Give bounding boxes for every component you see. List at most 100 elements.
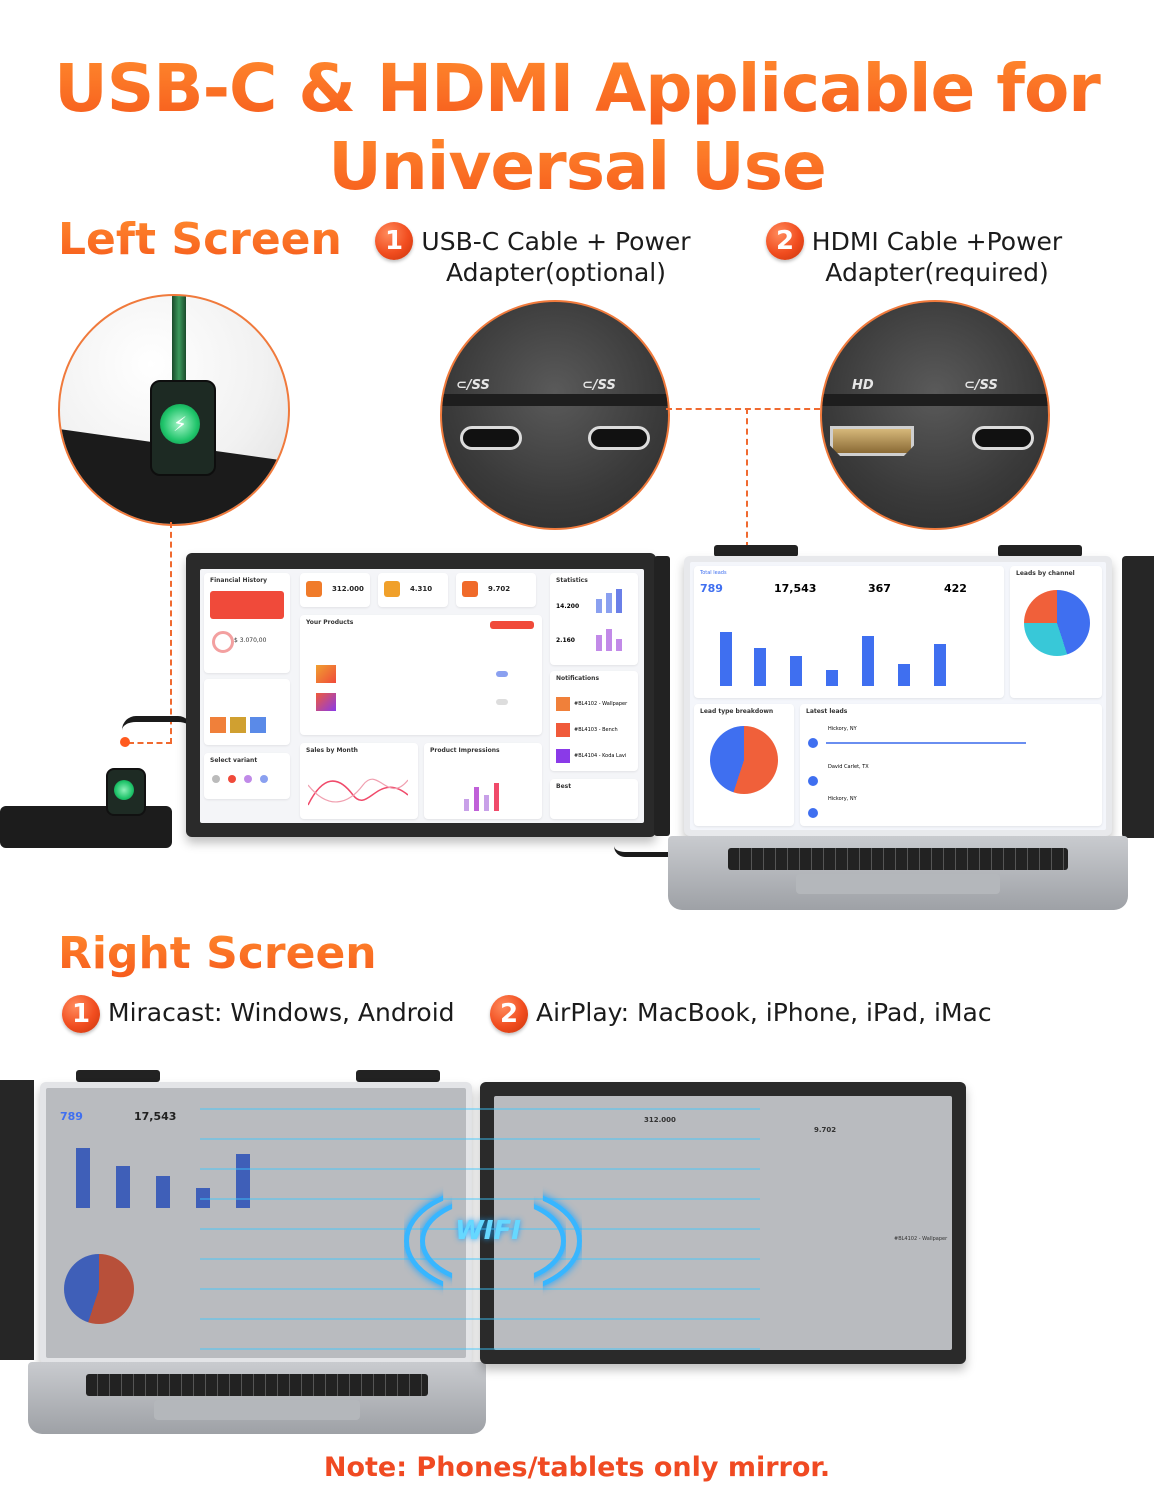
notif-thumb [556, 697, 570, 711]
lead-name-1: Hickory, NY [828, 726, 857, 732]
bottom-left-monitor-edge [0, 1080, 34, 1360]
leads-bar [934, 644, 946, 686]
expense-value: 9.702 [488, 585, 511, 593]
notif-item-2: #BL4103 - Bench [574, 727, 618, 733]
leads-bar [826, 670, 838, 686]
charging-bolt-icon: ⚡ [160, 404, 200, 444]
bottom-laptop-screen: 789 17,543 [46, 1088, 466, 1358]
mirror-pie-chart [64, 1254, 134, 1324]
right-monitor-edge [1122, 556, 1154, 838]
stat-bar [616, 589, 622, 613]
sales-line-chart [308, 778, 408, 806]
profit-value: 4.310 [410, 585, 433, 593]
seller-card [204, 679, 290, 745]
lead-type-pie-chart [710, 726, 778, 794]
variant-swatch[interactable] [260, 775, 268, 783]
cable-closeup [172, 296, 186, 388]
plug-cable [122, 716, 192, 730]
your-products-card: Your Products [300, 615, 542, 735]
connector-line-plug-h [128, 742, 172, 744]
option-1-badge: 1 [375, 222, 413, 260]
stat-value-2: 2.160 [556, 637, 575, 644]
best-title: Best [556, 783, 572, 790]
product-toggle[interactable] [496, 671, 508, 677]
play-icon[interactable] [808, 738, 818, 748]
stat-bar [596, 635, 602, 651]
notifications-title: Notifications [556, 675, 600, 682]
note-text: Note: Phones/tablets only mirror. [323, 1452, 831, 1483]
audio-waveform [826, 742, 1026, 744]
monitor-hinge [654, 556, 670, 836]
variant-swatch[interactable] [228, 775, 236, 783]
option-hdmi-line1: HDMI Cable +Power [811, 227, 1063, 256]
left-monitor: Financial History $ 3.070,00 312.000 4.3… [186, 553, 656, 837]
laptop-clip [356, 1070, 440, 1082]
option-usbc-line1: USB-C Cable + Power [421, 227, 691, 256]
zoom-usbc-ports-circle: ⊂/SS ⊂/SS [440, 300, 670, 530]
hdmi-port [830, 426, 914, 456]
play-icon[interactable] [808, 776, 818, 786]
add-product-button[interactable] [490, 621, 534, 629]
latest-leads-card: Latest leads Hickory, NY David Carlet, T… [800, 704, 1102, 826]
expense-box-icon [462, 581, 478, 597]
plug-charging-icon [114, 780, 134, 800]
laptop-clip [76, 1070, 160, 1082]
laptop-clip [714, 545, 798, 557]
lead-name-2: David Carlet, TX [828, 764, 869, 770]
zoom-plug-circle: ⚡ [58, 294, 290, 526]
zoom-hdmi-port-circle: HD ⊂/SS [820, 300, 1050, 530]
notif-item-3: #BL4104 - Koda Lavi [574, 753, 627, 759]
hdmi-port-label: HD [852, 378, 874, 393]
wifi-icon: WIFI [455, 1216, 521, 1246]
option-hdmi-text: HDMI Cable +Power Adapter(required) [806, 226, 1068, 288]
airplay-text: AirPlay: MacBook, iPhone, iPad, iMac [536, 998, 992, 1027]
product-toggle[interactable] [496, 699, 508, 705]
variant-swatch[interactable] [244, 775, 252, 783]
phone-leads-value: 367 [868, 582, 891, 595]
select-variant-title: Select variant [210, 757, 258, 764]
seller-thumb [230, 717, 246, 733]
miracast-text: Miracast: Windows, Android [108, 998, 455, 1027]
latest-leads-title: Latest leads [806, 708, 848, 715]
total-income-value: 312.000 [332, 585, 364, 593]
leads-chart-card: Total leads 789 17,543 367 422 [694, 566, 1004, 698]
mirror-leads-bar [76, 1148, 90, 1208]
right-screen-title: Right Screen [58, 928, 377, 979]
play-icon[interactable] [808, 808, 818, 818]
statistics-title: Statistics [556, 577, 588, 584]
airplay-badge: 2 [490, 995, 528, 1033]
mirror-site-visitors-value: 17,543 [134, 1110, 177, 1123]
notifications-card: Notifications #BL4102 - Wallpaper #BL410… [550, 671, 638, 771]
usbc-port-1-label: ⊂/SS [456, 378, 490, 393]
usbc-port-2 [588, 426, 650, 450]
mirror-expense-value: 9.702 [814, 1126, 837, 1134]
product-thumbnail [316, 693, 336, 711]
option-2-badge: 2 [766, 222, 804, 260]
left-screen-title: Left Screen [58, 214, 342, 265]
channel-pie-chart [1024, 590, 1090, 656]
mirror-leads-bar [116, 1166, 130, 1208]
leads-bar [720, 632, 732, 686]
usbc-port-1 [460, 426, 522, 450]
variant-swatch[interactable] [212, 775, 220, 783]
headline-line-2: Universal Use [0, 128, 1154, 205]
profit-card: 4.310 [378, 573, 448, 607]
impression-bar [494, 783, 499, 811]
product-impressions-title: Product Impressions [430, 747, 500, 754]
mirror-leads-bar [196, 1188, 210, 1208]
leads-by-channel-title: Leads by channel [1016, 570, 1075, 577]
saving-value: $ 3.070,00 [234, 637, 267, 644]
option-usbc-text: USB-C Cable + Power Adapter(optional) [416, 226, 696, 288]
sales-by-month-card: Sales by Month [300, 743, 418, 819]
total-leads-value: 789 [700, 582, 723, 595]
bottom-laptop-base [28, 1362, 486, 1434]
wifi-data-streaks [200, 1090, 760, 1350]
usbc-port-3 [972, 426, 1034, 450]
stat-bar [606, 593, 612, 613]
product-impressions-card: Product Impressions [424, 743, 542, 819]
leads-bar [790, 656, 802, 686]
usbc-port-3-label: ⊂/SS [964, 378, 998, 393]
laptop-lid: Total leads 789 17,543 367 422 Leads by … [684, 556, 1112, 836]
seller-thumb [250, 717, 266, 733]
mirror-total-leads-value: 789 [60, 1110, 83, 1123]
